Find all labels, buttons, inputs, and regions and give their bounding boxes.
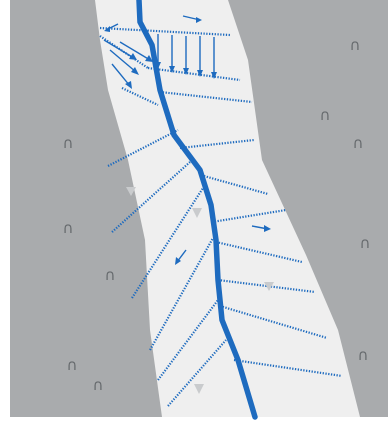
rock-symbol: ∩ (358, 346, 369, 364)
rock-symbol: ∩ (350, 36, 361, 54)
rock-symbol: ∩ (105, 266, 116, 284)
rock-symbol: ∩ (360, 234, 371, 252)
rock-symbol: ∩ (320, 106, 331, 124)
rock-symbol: ∩ (93, 376, 104, 394)
rock-symbol: ∩ (67, 356, 78, 374)
rock-symbol: ∩ (63, 134, 74, 152)
rock-symbol: ∩ (63, 219, 74, 237)
rock-symbol: ∩ (353, 134, 364, 152)
